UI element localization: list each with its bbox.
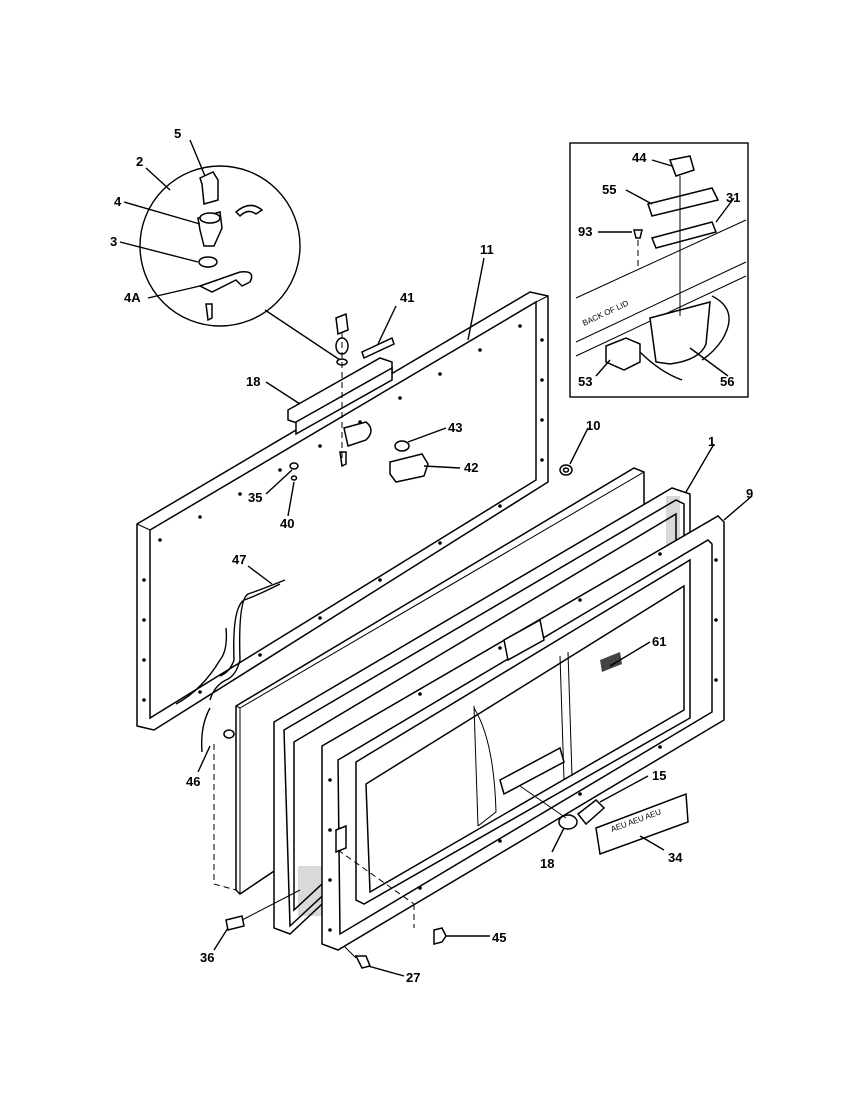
label-34: 34 [668, 850, 683, 865]
hinge-bracket-assembly [287, 312, 429, 483]
label-27: 27 [406, 970, 420, 985]
label-31: 31 [726, 190, 740, 205]
label-56: 56 [720, 374, 734, 389]
leader-lines [119, 139, 753, 977]
label-42: 42 [464, 460, 478, 475]
label-41: 41 [400, 290, 414, 305]
label-4a: 4A [124, 290, 141, 305]
liner-frame-holes [142, 324, 544, 702]
label-11: 11 [480, 242, 494, 257]
label-5: 5 [174, 126, 181, 141]
label-40: 40 [280, 516, 294, 531]
label-4: 4 [114, 194, 122, 209]
part-number-labels: 5 2 4 3 4A 41 11 18 43 10 42 35 40 1 9 4… [110, 126, 753, 985]
label-9: 9 [746, 486, 753, 501]
label-35: 35 [248, 490, 262, 505]
label-55: 55 [602, 182, 616, 197]
label-46: 46 [186, 774, 200, 789]
back-of-lid-inset: BACK OF LID [569, 142, 749, 398]
label-93: 93 [578, 224, 592, 239]
label-53: 53 [578, 374, 592, 389]
label-18-upper: 18 [246, 374, 260, 389]
back-of-lid-label: BACK OF LID [581, 299, 630, 328]
inner-liner-holes [328, 552, 718, 932]
label-44: 44 [632, 150, 647, 165]
label-1: 1 [708, 434, 715, 449]
label-61: 61 [652, 634, 666, 649]
label-43: 43 [448, 420, 462, 435]
label-18-lower: 18 [540, 856, 554, 871]
hinge-detail-circle [139, 165, 341, 361]
label-47: 47 [232, 552, 246, 567]
label-3: 3 [110, 234, 117, 249]
small-parts: AEU AEU AEU [225, 464, 689, 969]
label-2: 2 [136, 154, 143, 169]
label-15: 15 [652, 768, 666, 783]
label-36: 36 [200, 950, 214, 965]
label-10: 10 [586, 418, 600, 433]
label-45: 45 [492, 930, 506, 945]
wire-harness [175, 579, 286, 753]
inner-liner [321, 515, 725, 951]
